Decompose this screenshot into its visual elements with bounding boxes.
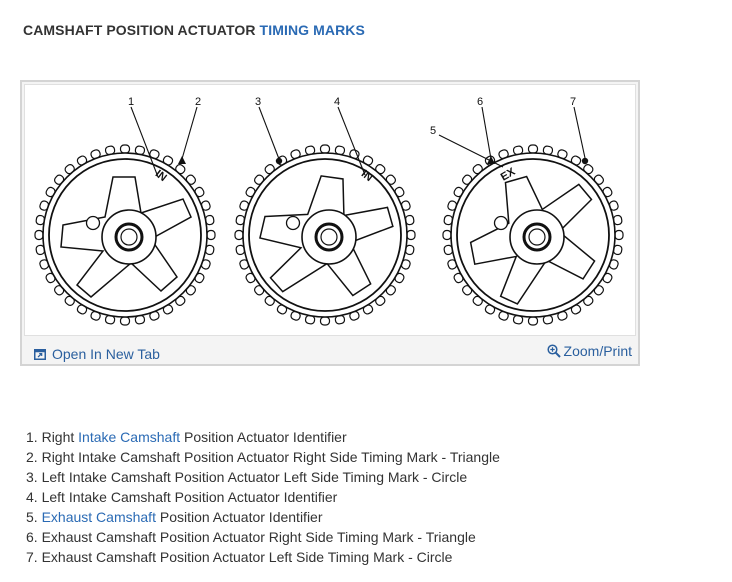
timing-marks-link[interactable]: TIMING MARKS — [259, 22, 365, 38]
gear-1-triangle-mark — [178, 156, 186, 164]
callout-3-leader — [258, 106, 280, 160]
open-tab-icon — [34, 348, 46, 360]
camshaft-actuator-diagram: 1 2 3 4 5 6 7 IN IN EX — [34, 96, 624, 326]
title-prefix: CAMSHAFT POSITION ACTUATOR — [23, 22, 260, 38]
callout-6: 6 — [477, 96, 483, 108]
callout-7-leader — [573, 106, 586, 159]
legend-item: 2. Right Intake Camshaft Position Actuat… — [26, 447, 500, 467]
legend-text: Position Actuator Identifier — [155, 509, 323, 525]
legend-num: 3. — [26, 469, 38, 485]
diagram-canvas: 1 2 3 4 5 6 7 IN IN EX — [24, 84, 636, 336]
callout-4-leader — [337, 106, 366, 176]
callout-7: 7 — [570, 96, 576, 108]
callout-6-leader — [481, 106, 492, 160]
legend-num: 6. — [26, 529, 38, 545]
legend-text: Right — [37, 429, 79, 445]
legend-item: 7. Exhaust Camshaft Position Actuator Le… — [26, 547, 500, 567]
legend-num: 1. — [26, 429, 38, 445]
legend-text: Right Intake Camshaft Position Actuator … — [37, 449, 500, 465]
gear-3 — [442, 144, 624, 326]
legend-text: Left Intake Camshaft Position Actuator L… — [37, 469, 468, 485]
zoom-print-label: Zoom/Print — [563, 343, 632, 359]
legend-text: Left Intake Camshaft Position Actuator I… — [37, 489, 338, 505]
callout-5-leader — [438, 134, 504, 168]
callout-3: 3 — [255, 96, 261, 108]
legend-text: Position Actuator Identifier — [180, 429, 347, 445]
legend-num: 4. — [26, 489, 38, 505]
legend-item: 5. Exhaust Camshaft Position Actuator Id… — [26, 507, 500, 527]
callout-1-leader — [130, 106, 159, 178]
legend-num: 5. — [26, 509, 38, 525]
exhaust-camshaft-link[interactable]: Exhaust Camshaft — [41, 509, 156, 525]
open-in-new-tab-link[interactable]: Open In New Tab — [34, 346, 160, 362]
legend-num: 7. — [26, 549, 38, 565]
gear-3-circle-mark — [581, 157, 589, 165]
legend-item: 4. Left Intake Camshaft Position Actuato… — [26, 487, 500, 507]
legend-text: Exhaust Camshaft Position Actuator Left … — [37, 549, 453, 565]
intake-camshaft-link[interactable]: Intake Camshaft — [78, 429, 181, 445]
callout-5: 5 — [430, 125, 436, 137]
zoom-icon — [546, 344, 561, 358]
callout-1: 1 — [128, 96, 134, 108]
diagram-figure: 1 2 3 4 5 6 7 IN IN EX Open In New Tab — [20, 80, 640, 366]
legend-text: Exhaust Camshaft Position Actuator Right… — [37, 529, 476, 545]
legend-item: 3. Left Intake Camshaft Position Actuato… — [26, 467, 500, 487]
callout-2: 2 — [195, 96, 201, 108]
legend-num: 2. — [26, 449, 38, 465]
callout-legend: 1. Right Intake Camshaft Position Actuat… — [26, 427, 500, 567]
gear-2-circle-mark — [275, 157, 283, 165]
callout-2-leader — [181, 106, 198, 160]
legend-item: 6. Exhaust Camshaft Position Actuator Ri… — [26, 527, 500, 547]
gear-1 — [34, 144, 216, 326]
figure-toolbar: Open In New Tab Zoom/Print — [22, 338, 638, 364]
legend-item: 1. Right Intake Camshaft Position Actuat… — [26, 427, 500, 447]
zoom-print-link[interactable]: Zoom/Print — [546, 343, 632, 359]
gear-2 — [234, 144, 416, 326]
callout-4: 4 — [334, 96, 340, 108]
page-title: CAMSHAFT POSITION ACTUATOR TIMING MARKS — [23, 22, 365, 38]
open-in-new-tab-label: Open In New Tab — [52, 346, 160, 362]
